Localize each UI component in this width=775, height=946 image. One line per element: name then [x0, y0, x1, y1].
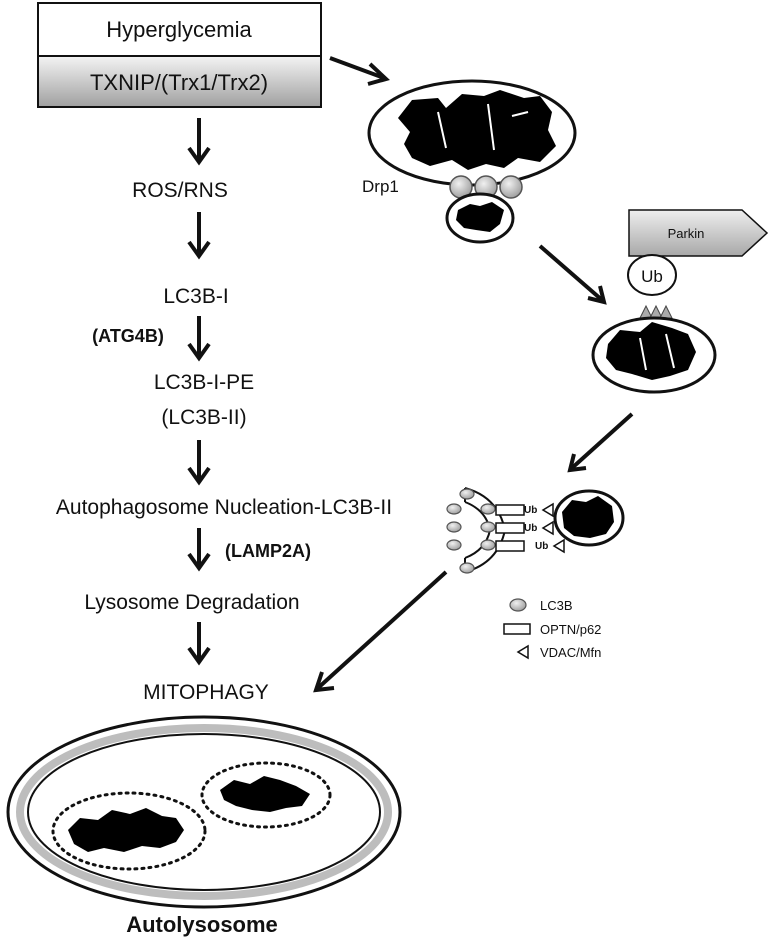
arrowhead	[187, 342, 211, 362]
legend-symbol-optn	[503, 623, 531, 635]
optn-rects	[495, 504, 525, 552]
lc3b-bead	[459, 562, 475, 574]
arrowhead	[187, 646, 211, 666]
mitochondrion-cargo	[553, 489, 625, 547]
arrowhead	[187, 552, 211, 572]
degraded-mitochondrion	[68, 808, 184, 852]
left-arrows	[187, 118, 211, 666]
drp1-complex	[449, 175, 523, 199]
autolysosome-label: Autolysosome	[126, 912, 278, 937]
ub-label: Ub	[641, 267, 663, 286]
drp1-label: Drp1	[362, 177, 399, 196]
inner-vesicle	[200, 761, 332, 829]
lc3b-i-pe-label: LC3B-I-PE	[154, 371, 254, 394]
lc3b-ii-label: (LC3B-II)	[161, 406, 246, 429]
drp1-bead	[499, 175, 523, 199]
lc3b-bead	[459, 488, 475, 500]
legend-label-optn: OPTN/p62	[540, 622, 601, 637]
arrowhead	[587, 285, 607, 305]
vdac-triangle	[659, 304, 673, 319]
arrow-to-mitophagy	[316, 570, 448, 690]
lc3b-bead	[446, 521, 462, 533]
lc3b-i-label: LC3B-I	[163, 285, 228, 308]
optn-rect	[495, 522, 525, 534]
ros-rns-label: ROS/RNS	[132, 179, 228, 202]
mitochondrion-large	[367, 79, 577, 187]
lc3b-bead	[480, 503, 496, 515]
mitochondrion-parkin	[591, 316, 717, 394]
ub-tag-3: Ub	[535, 541, 548, 552]
arrowhead	[187, 146, 211, 166]
lc3b-bead	[480, 539, 496, 551]
txnip-label: TXNIP/(Trx1/Trx2)	[90, 70, 268, 95]
mitochondrion-small	[445, 192, 515, 244]
lc3b-bead	[446, 503, 462, 515]
arrowhead	[187, 466, 211, 486]
ub-circle: Ub	[627, 254, 677, 296]
arrowhead	[187, 240, 211, 260]
arrow-to-parkin-mito	[538, 244, 604, 302]
lc3b-bead	[446, 539, 462, 551]
arrowhead	[367, 62, 390, 86]
vdac-left-triangles	[541, 502, 565, 554]
nucleation-label: Autophagosome Nucleation-LC3B-II	[56, 496, 392, 519]
vdac-triangle	[541, 520, 554, 536]
legend-symbol-vdac	[516, 644, 529, 660]
vdac-triangle	[639, 304, 653, 319]
vdac-triangle	[552, 538, 565, 554]
legend-label-lc3b: LC3B	[540, 598, 573, 613]
vdac-triangle	[541, 502, 554, 518]
lc3b-beads	[446, 488, 496, 574]
legend-symbol-lc3b	[509, 598, 527, 612]
atg4b-label: (ATG4B)	[92, 326, 164, 346]
lamp2a-label: (LAMP2A)	[225, 541, 311, 561]
ub-tag-1: Ub	[524, 505, 537, 516]
inner-vesicle	[51, 791, 207, 871]
arrowhead	[567, 453, 587, 473]
optn-rect	[495, 540, 525, 552]
hyperglycemia-box: Hyperglycemia	[37, 2, 322, 57]
hyperglycemia-label: Hyperglycemia	[106, 17, 252, 42]
legend-label-vdac: VDAC/Mfn	[540, 645, 601, 660]
degraded-mitochondrion	[220, 776, 310, 812]
lc3b-bead	[480, 521, 496, 533]
arrowhead	[313, 671, 335, 693]
arrow-to-autophagosome	[570, 412, 634, 470]
txnip-box: TXNIP/(Trx1/Trx2)	[37, 55, 322, 108]
lysosome-degradation-label: Lysosome Degradation	[84, 591, 299, 614]
vdac-triangle	[649, 304, 663, 319]
parkin-label: Parkin	[668, 226, 705, 241]
autolysosome	[6, 715, 402, 909]
right-arrows	[313, 56, 634, 693]
legend: LC3B OPTN/p62 VDAC/Mfn	[503, 598, 601, 660]
optn-rect	[495, 504, 525, 516]
arrow-to-mitochondrion	[329, 56, 385, 80]
vdac-markers	[639, 304, 673, 319]
ub-tag-2: Ub	[524, 523, 537, 534]
parkin-tag: Parkin	[628, 209, 769, 257]
mitophagy-label: MITOPHAGY	[143, 681, 269, 704]
